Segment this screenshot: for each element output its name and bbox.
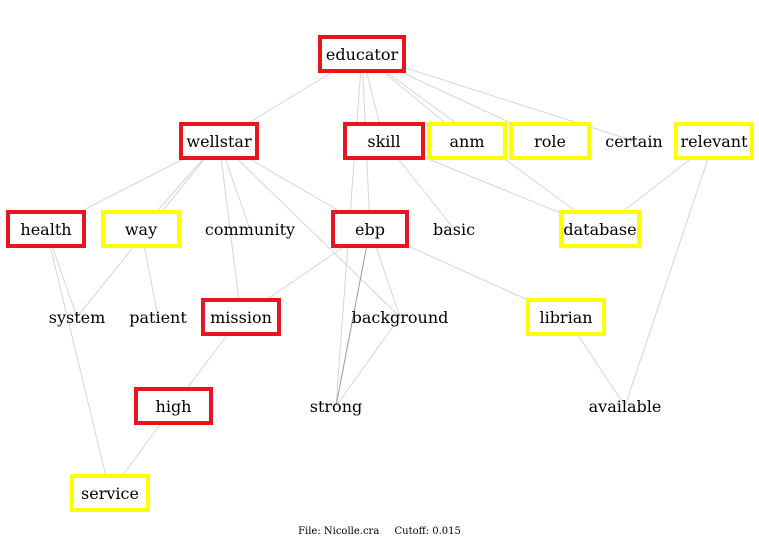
footer-cutoff: Cutoff: 0.015: [394, 526, 461, 537]
node-role[interactable]: role: [509, 122, 591, 160]
edge-background-strong: [335, 316, 401, 407]
node-mission[interactable]: mission: [201, 298, 281, 336]
node-service[interactable]: service: [70, 474, 150, 512]
node-skill[interactable]: skill: [343, 122, 425, 160]
node-available[interactable]: available: [588, 396, 662, 416]
edge-wellstar-mission: [218, 140, 242, 318]
node-ebp[interactable]: ebp: [331, 210, 409, 248]
node-wellstar[interactable]: wellstar: [179, 122, 259, 160]
node-basic[interactable]: basic: [432, 219, 476, 239]
node-database[interactable]: database: [559, 210, 641, 248]
node-way[interactable]: way: [101, 210, 181, 248]
node-high[interactable]: high: [134, 387, 213, 425]
node-relevant[interactable]: relevant: [674, 122, 754, 160]
node-patient[interactable]: patient: [129, 307, 187, 327]
node-librian[interactable]: librian: [526, 298, 606, 336]
edge-ebp-strong: [335, 228, 371, 407]
node-system[interactable]: system: [48, 307, 106, 327]
node-background[interactable]: background: [351, 307, 449, 327]
node-strong[interactable]: strong: [309, 396, 363, 416]
node-anm[interactable]: anm: [427, 122, 507, 160]
edge-wellstar-background: [218, 140, 401, 318]
footer-file: File: Nicolle.cra: [298, 526, 380, 537]
edge-health-service: [45, 228, 111, 494]
node-educator[interactable]: educator: [318, 35, 406, 73]
node-health[interactable]: health: [6, 210, 86, 248]
node-certain[interactable]: certain: [605, 131, 663, 151]
edge-relevant-available: [624, 140, 715, 407]
footer: File: Nicolle.cra Cutoff: 0.015: [0, 526, 759, 537]
node-community[interactable]: community: [204, 219, 296, 239]
